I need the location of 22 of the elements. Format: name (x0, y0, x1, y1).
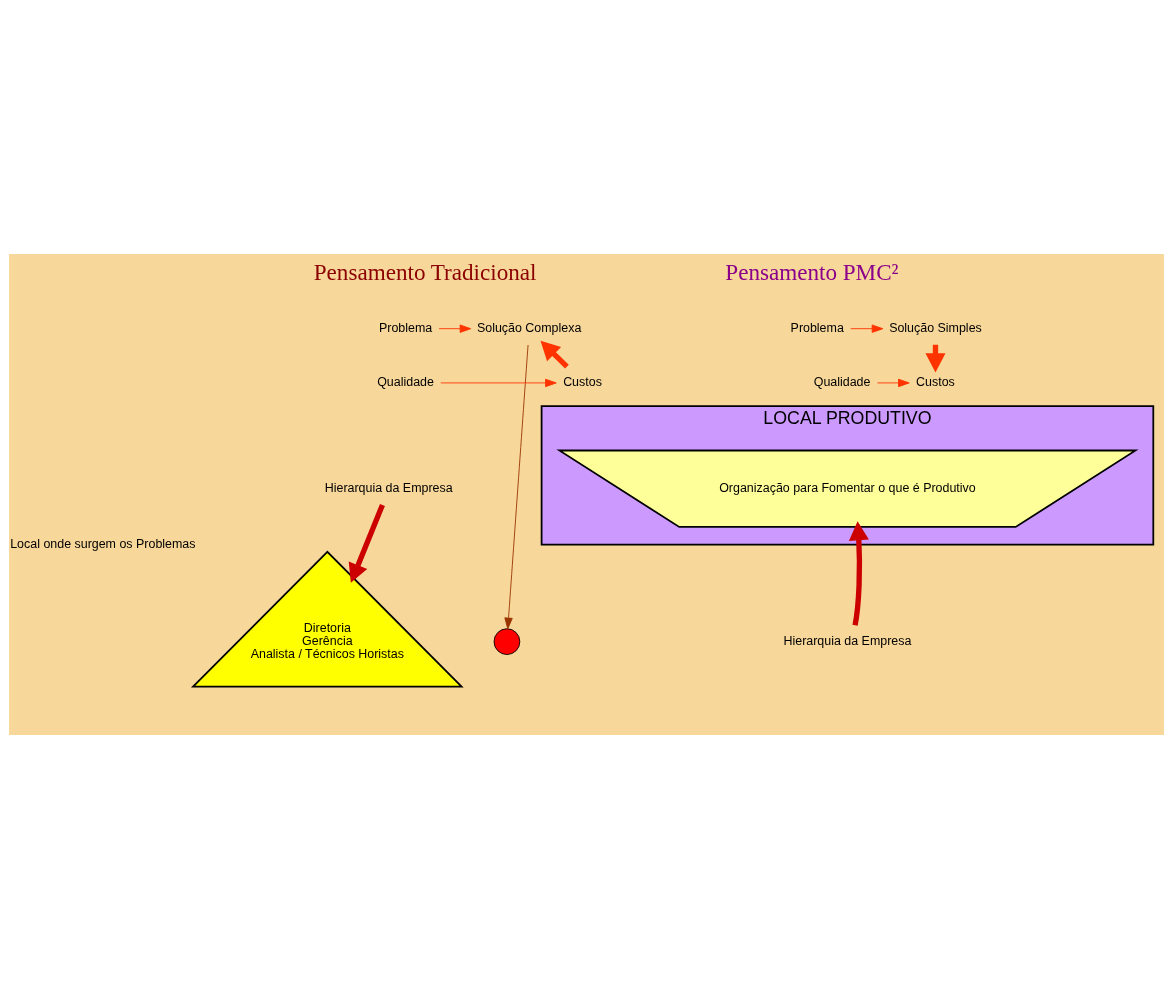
label: Pensamento Tradicional (313, 258, 537, 285)
arrow (504, 344, 529, 629)
arrow (440, 378, 557, 387)
node-text: Problema (790, 320, 844, 335)
node-text: Qualidade (377, 374, 434, 389)
arrow (850, 324, 884, 333)
arrow (438, 324, 472, 333)
node-text: Custos (563, 374, 602, 389)
node-text: Problema (378, 320, 433, 335)
arrow (848, 520, 869, 626)
node-text: Hierarquia da Empresa (783, 633, 912, 648)
node-text: Qualidade (813, 374, 871, 389)
node-label: Local onde surgem os Problemas (10, 536, 196, 551)
label: Pensamento PMC² (725, 258, 899, 285)
node-text: Hierarquia da Empresa (324, 480, 453, 495)
node-text: Custos (916, 374, 955, 389)
node-circle (493, 627, 521, 655)
node-text: Solução Simples (889, 320, 982, 335)
arrow (540, 340, 569, 369)
arrow (348, 503, 385, 583)
node-text: Solução Complexa (476, 320, 582, 335)
arrow (877, 378, 910, 387)
